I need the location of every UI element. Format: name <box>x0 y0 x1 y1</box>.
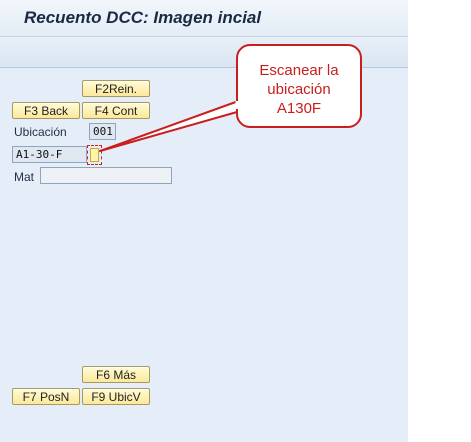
callout-line-2: ubicación <box>267 81 331 98</box>
f7-posn-button[interactable]: F7 PosN <box>12 388 80 405</box>
f2-reinit-button[interactable]: F2Rein. <box>82 80 150 97</box>
ubicacion-label: Ubicación <box>14 125 67 139</box>
callout-line-1: Escanear la <box>259 62 339 79</box>
f9-ubicv-button[interactable]: F9 UbicV <box>82 388 150 405</box>
callout-bubble: Escanear la ubicación A130F <box>236 44 362 128</box>
f6-mas-button[interactable]: F6 Más <box>82 366 150 383</box>
ubicacion-field: 001 <box>89 123 116 140</box>
callout-line-3: A130F <box>276 100 322 117</box>
location-field: A1-30-F <box>12 146 87 163</box>
mat-label: Mat <box>14 170 35 184</box>
mat-input[interactable] <box>40 167 172 184</box>
title-bar: Recuento DCC: Imagen incial <box>0 0 408 37</box>
scan-input[interactable] <box>90 148 99 162</box>
f4-cont-button[interactable]: F4 Cont <box>82 102 150 119</box>
window-title: Recuento DCC: Imagen incial <box>24 8 262 27</box>
scan-input-focus[interactable] <box>87 145 102 165</box>
f3-back-button[interactable]: F3 Back <box>12 102 80 119</box>
